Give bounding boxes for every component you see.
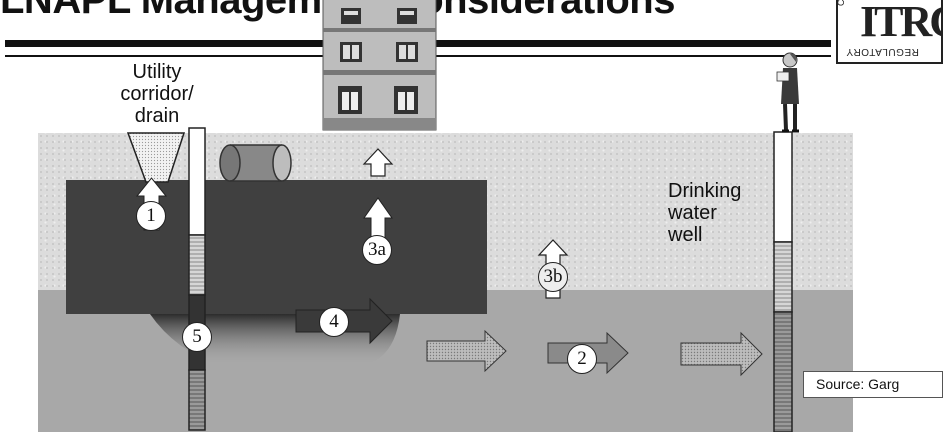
- well-label-line3: well: [668, 224, 778, 246]
- drinking-water-well-label: Drinking water well: [668, 180, 778, 246]
- marker-4: 4: [319, 307, 349, 337]
- utility-corridor-label: Utility corridor/ drain: [107, 61, 207, 127]
- marker-5: 5: [182, 322, 212, 352]
- vapor-arrow-building: [364, 149, 392, 176]
- monitoring-well-left: [189, 128, 205, 430]
- utility-label-line3: drain: [107, 105, 207, 127]
- groundwater-flow-arrow-c: [681, 333, 762, 375]
- drinking-water-well: [774, 132, 792, 432]
- marker-2: 2: [567, 344, 597, 374]
- marker-1: 1: [136, 201, 166, 231]
- well-label-line1: Drinking: [668, 180, 778, 202]
- utility-label-line1: Utility: [107, 61, 207, 83]
- utility-pipe: [220, 145, 291, 181]
- person-figure: [777, 53, 799, 131]
- source-caption: Source: Garg: [803, 371, 943, 398]
- marker-3a: 3a: [362, 235, 392, 265]
- utility-corridor-drain: [128, 133, 184, 182]
- building: [323, 0, 436, 130]
- marker-3b: 3b: [538, 262, 568, 292]
- utility-label-line2: corridor/: [107, 83, 207, 105]
- groundwater-flow-arrow-a: [427, 331, 506, 371]
- well-label-line2: water: [668, 202, 778, 224]
